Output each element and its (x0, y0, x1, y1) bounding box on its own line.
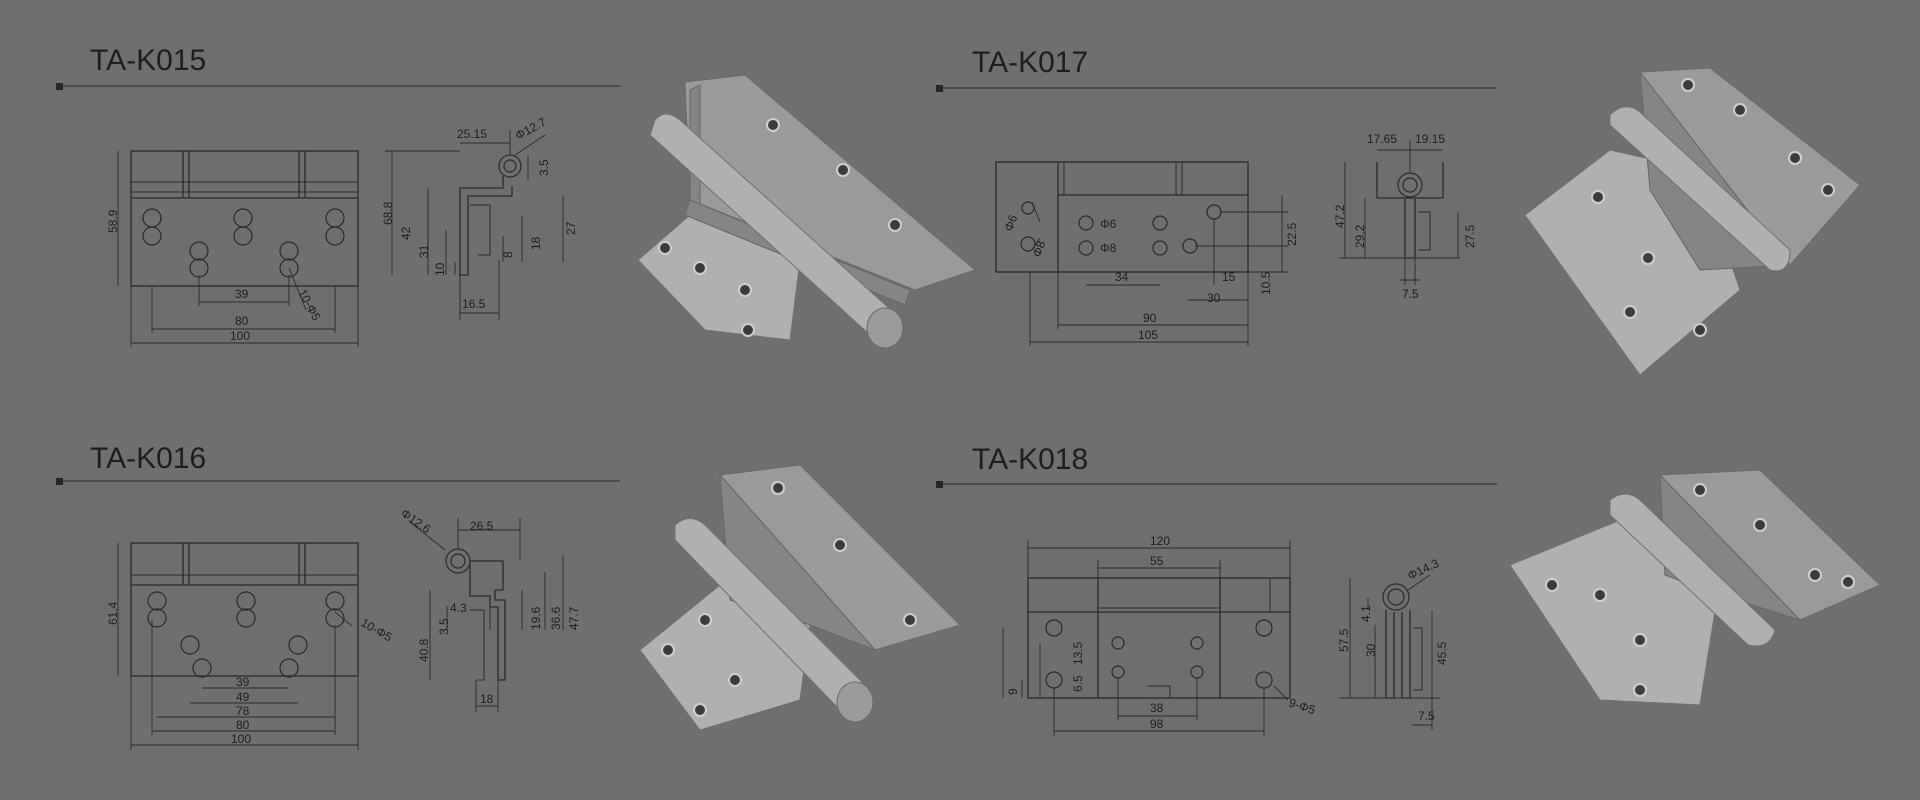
section-marker (936, 85, 943, 92)
dim-label: 68.8 (381, 201, 395, 225)
dim-label: 30 (1207, 291, 1221, 305)
dim-label: Φ12.6 (398, 506, 433, 537)
dim-label: 27 (564, 221, 578, 235)
hinge-photo-ta-k015 (637, 74, 977, 349)
section-marker (936, 481, 943, 488)
product-ta-k017: TA-K017 (936, 46, 1497, 346)
dim-label: 18 (529, 236, 543, 250)
product-code: TA-K016 (90, 442, 206, 475)
dim-label: Φ14.3 (1405, 556, 1441, 583)
dim-label: 16.5 (462, 297, 486, 311)
dim-label: 15 (1222, 270, 1236, 284)
dim-label: 18 (480, 692, 494, 706)
front-view-drawing (117, 150, 359, 347)
dim-label: 31 (417, 244, 431, 258)
dim-label: 10-Φ5 (295, 287, 323, 324)
dim-label: 98 (1150, 717, 1164, 731)
dim-label: 30 (1364, 643, 1378, 657)
dimension-labels: 17.65 19.15 Φ6 Φ8 Φ6 Φ8 22.5 47.2 29.2 2… (1002, 132, 1477, 342)
dim-label: 61.4 (106, 601, 120, 625)
dim-label: 10 (433, 262, 447, 276)
dim-label: 39 (236, 675, 250, 689)
dim-label: 47.2 (1333, 204, 1347, 228)
dim-label: 26.5 (470, 519, 494, 533)
section-marker (56, 478, 63, 485)
dim-label: 10.5 (1259, 271, 1273, 295)
product-ta-k016: TA-K016 (56, 442, 620, 750)
front-view-drawing (1002, 540, 1291, 736)
product-code: TA-K017 (972, 46, 1088, 79)
dim-label: 34 (1115, 270, 1129, 284)
dim-label: 7.5 (1418, 709, 1435, 723)
dim-label: 90 (1143, 311, 1157, 325)
product-code: TA-K018 (972, 443, 1088, 476)
hinge-photo-ta-k018 (1509, 469, 1881, 706)
dim-label: 7.5 (1402, 287, 1419, 301)
dimension-labels: 25.15 Φ12.7 3.5 68.8 42 31 10 8 18 27 16… (106, 115, 578, 343)
dim-label: 100 (230, 329, 250, 343)
dim-label: 4.1 (1359, 605, 1373, 622)
dim-label: 55 (1150, 554, 1164, 568)
dimension-labels: Φ12.6 26.5 4.3 3.5 19.6 36.6 47.7 40.8 1… (106, 506, 581, 746)
dim-label: 10-Φ5 (359, 615, 395, 644)
dim-label: 19.6 (529, 606, 543, 630)
front-view-drawing (117, 542, 359, 750)
dim-label: 22.5 (1285, 222, 1299, 246)
dim-label: 100 (231, 732, 251, 746)
dim-label: 25.15 (457, 127, 487, 141)
dim-label: 3.5 (537, 159, 551, 176)
dim-label: 13.5 (1071, 641, 1085, 665)
dim-label: 36.6 (549, 606, 563, 630)
dim-label: 17.65 (1367, 132, 1397, 146)
dim-label: 29.2 (1353, 224, 1367, 248)
front-view-drawing (995, 161, 1288, 346)
product-ta-k015: TA-K015 (56, 44, 620, 347)
hinge-photo-ta-k017 (1524, 67, 1861, 376)
dim-label: 9 (1006, 688, 1020, 695)
dim-label: 8 (501, 251, 515, 258)
dim-label: 45.5 (1435, 641, 1449, 665)
dim-label: 47.7 (567, 606, 581, 630)
side-view-drawing (385, 130, 564, 320)
side-view-drawing (1340, 140, 1460, 285)
dimension-labels: 120 55 Φ14.3 4.1 57.5 30 45.5 7.5 13.5 6… (1006, 534, 1449, 731)
product-ta-k018: TA-K018 (936, 443, 1497, 736)
dim-label: 9-Φ5 (1287, 696, 1317, 718)
dim-label: Φ6 (1002, 213, 1021, 233)
dim-label: 27.5 (1463, 224, 1477, 248)
dim-label: 40.8 (417, 638, 431, 662)
side-view-drawing (1340, 574, 1440, 730)
dim-label: 39 (235, 287, 249, 301)
hinge-photo-ta-k016 (639, 464, 961, 731)
dim-label: Φ12.7 (513, 115, 549, 143)
dim-label: Φ6 (1100, 217, 1117, 231)
dim-label: 3.5 (437, 618, 451, 635)
dim-label: 80 (236, 718, 250, 732)
dim-label: 4.3 (450, 601, 467, 615)
dim-label: 38 (1150, 701, 1164, 715)
dim-label: Φ8 (1030, 239, 1049, 259)
dim-label: 80 (235, 314, 249, 328)
dim-label: Φ8 (1100, 241, 1117, 255)
section-marker (56, 83, 63, 90)
product-code: TA-K015 (90, 44, 206, 77)
dim-label: 42 (399, 226, 413, 240)
dim-label: 78 (236, 704, 250, 718)
dim-label: 58.9 (106, 209, 120, 233)
dim-label: 57.5 (1337, 628, 1351, 652)
dim-label: 120 (1150, 534, 1170, 548)
dim-label: 105 (1138, 328, 1158, 342)
dim-label: 19.15 (1415, 132, 1445, 146)
dim-label: 49 (236, 690, 250, 704)
dim-label: 6.5 (1071, 675, 1085, 692)
side-view-drawing (409, 518, 564, 712)
